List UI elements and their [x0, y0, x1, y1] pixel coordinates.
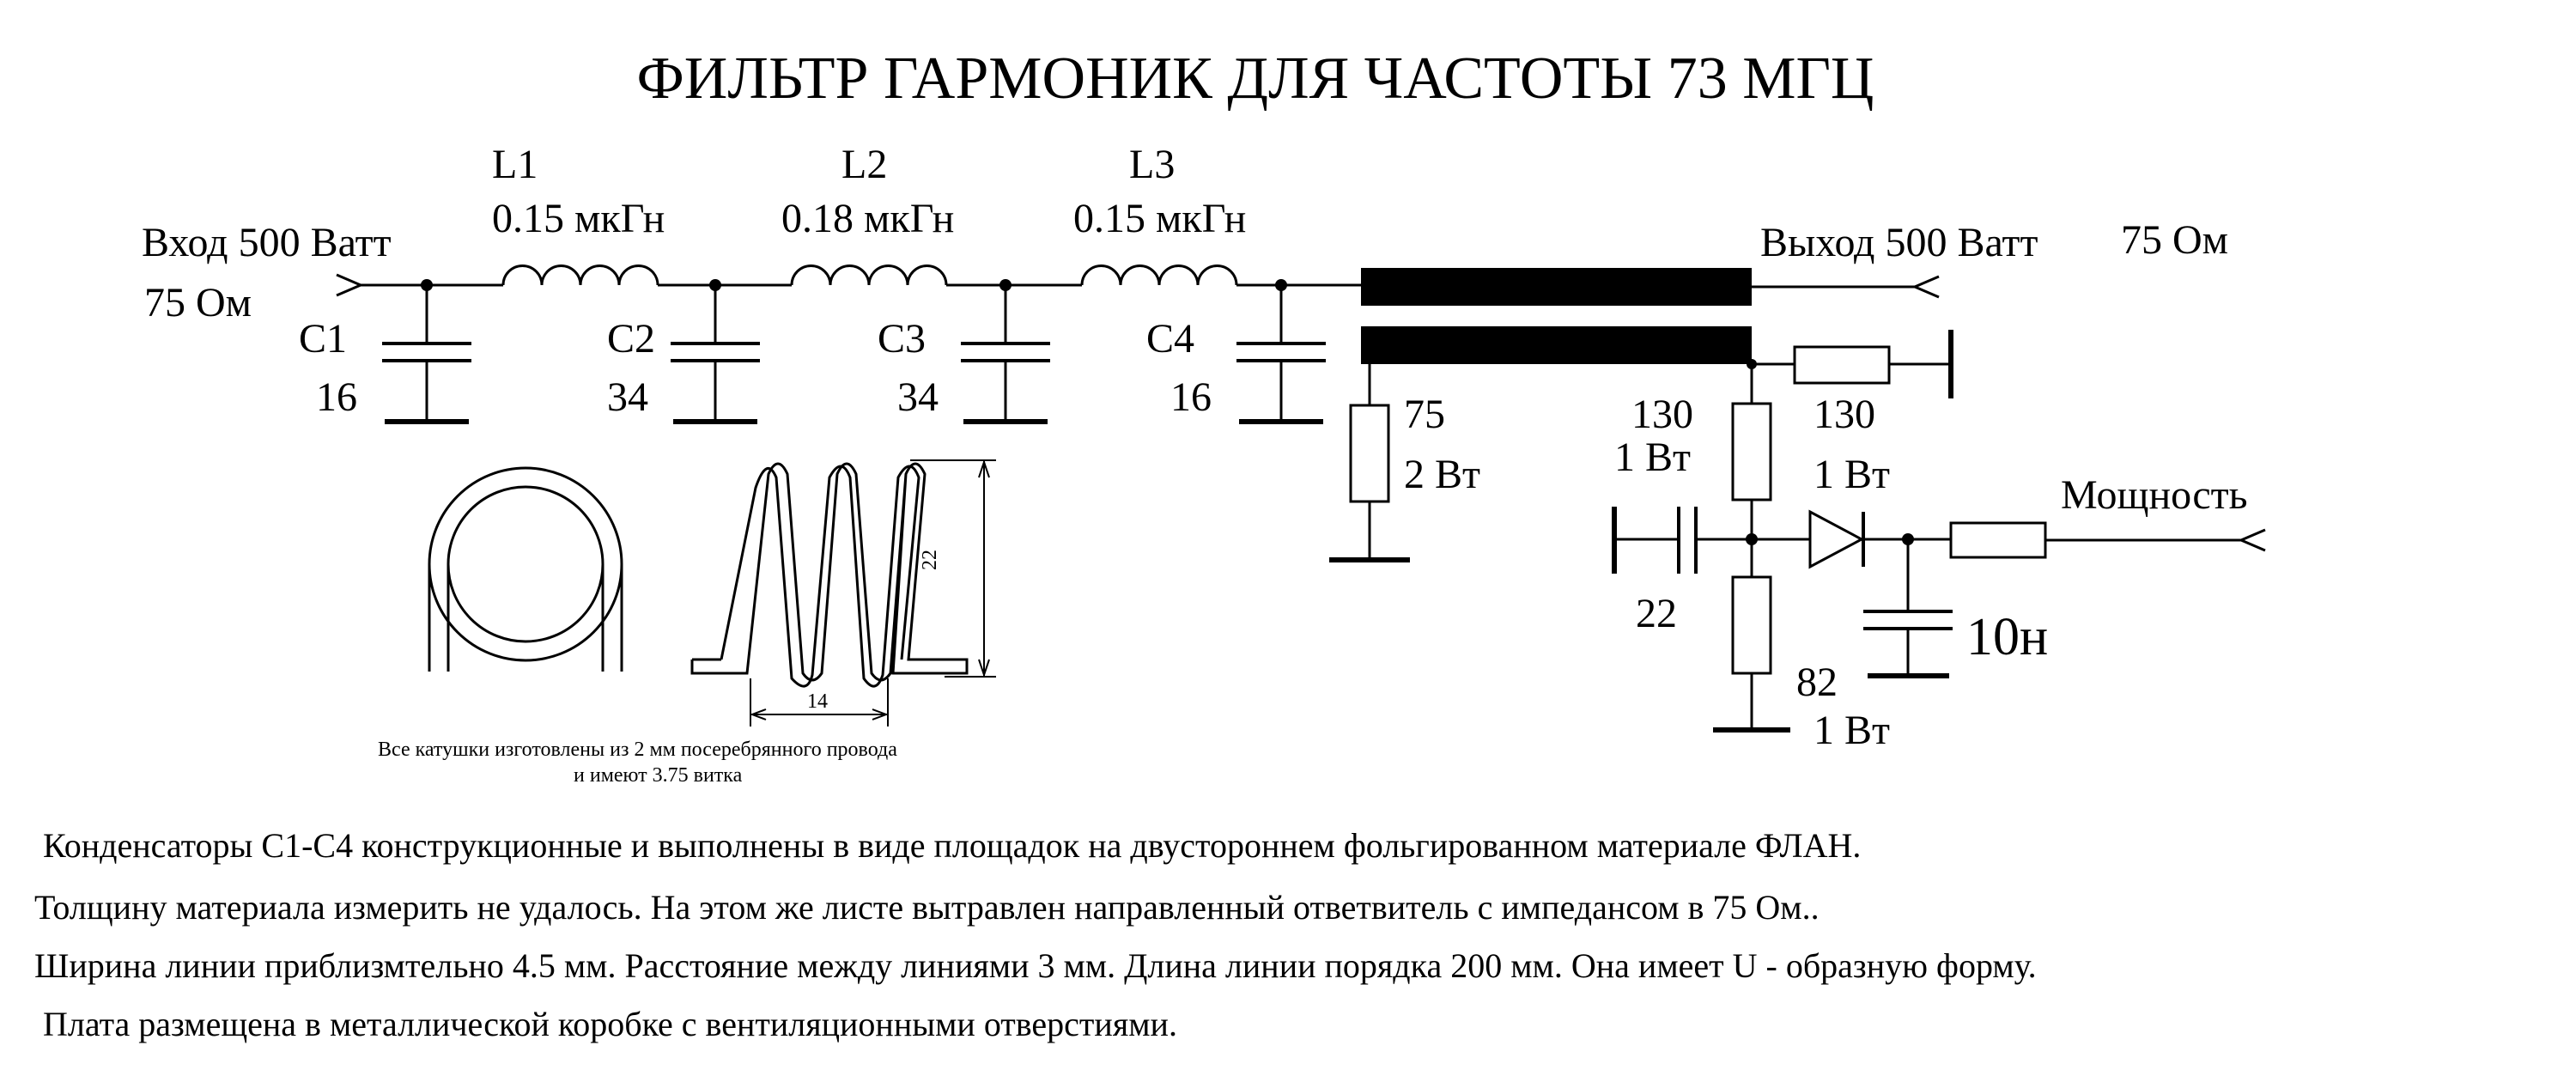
note-line-3: Ширина линии приблизмтельно 4.5 мм. Расс…: [34, 946, 2037, 985]
capacitor-c4: [1236, 279, 1326, 424]
coupler-main-line: [1361, 268, 1752, 306]
detector-network: [1612, 330, 2266, 733]
coil-front-view-icon: [428, 466, 623, 672]
coil-width-value: 14: [807, 690, 828, 713]
cap-10n-value: 10н: [1966, 608, 2048, 666]
output-arrow-icon: [1911, 275, 1940, 299]
r-right-value: 130: [1814, 392, 1875, 437]
c1-value: 16: [316, 374, 357, 420]
page-title: ФИЛЬТР ГАРМОНИК ДЛЯ ЧАСТОТЫ 73 МГЦ: [637, 46, 1874, 112]
c2-ref: C2: [607, 316, 655, 362]
r-bottom-power: 1 Вт: [1814, 708, 1890, 753]
l1-value: 0.15 мкГн: [492, 196, 665, 241]
power-output-arrow-icon: [2238, 528, 2266, 552]
r-right-power: 1 Вт: [1814, 452, 1890, 497]
r-top-value: 130: [1631, 392, 1693, 437]
r-top-power: 1 Вт: [1614, 435, 1691, 480]
note-line-2: Толщину материала измерить не удалось. Н…: [34, 888, 1820, 927]
resistor-r-top: [1731, 402, 1772, 502]
inductor-l1: [501, 264, 659, 286]
coil-height-dimension: [910, 459, 996, 678]
resistor-r-bottom: [1731, 575, 1772, 675]
coupler-load-power: 2 Вт: [1404, 452, 1480, 497]
coupler-load-value: 75: [1404, 392, 1445, 437]
l1-ref: L1: [492, 142, 538, 187]
power-output-label: Мощность: [2061, 472, 2248, 518]
note-line-1: Конденсаторы С1-С4 конструкционные и вып…: [43, 826, 1861, 865]
input-impedance: 75 Ом: [144, 280, 252, 325]
capacitor-c2: [671, 279, 760, 424]
output-label: Выход 500 Ватт: [1760, 220, 2038, 265]
c3-ref: C3: [878, 316, 926, 362]
l3-value: 0.15 мкГн: [1073, 196, 1246, 241]
inductor-l2: [790, 264, 948, 286]
cap-22-value: 22: [1636, 591, 1677, 636]
capacitor-c1: [382, 279, 471, 424]
input-label: Вход 500 Ватт: [142, 220, 392, 265]
coil-side-view-icon: [690, 462, 969, 688]
l2-ref: L2: [841, 142, 887, 187]
coupler-sense-line: [1361, 326, 1752, 364]
c4-ref: C4: [1146, 316, 1194, 362]
coil-note-line2: и имеют 3.75 витка: [574, 764, 743, 787]
inductor-l3: [1080, 264, 1238, 286]
resistor-r-right: [1793, 345, 1891, 385]
coil-height-value: 22: [919, 550, 941, 570]
capacitor-c3: [961, 279, 1050, 424]
coil-note-line1: Все катушки изготовлены из 2 мм посеребр…: [378, 739, 897, 761]
input-arrow-icon: [336, 273, 364, 297]
coil-width-dimension: [750, 678, 889, 726]
c2-value: 34: [607, 374, 648, 420]
c1-ref: C1: [299, 316, 347, 362]
c4-value: 16: [1170, 374, 1212, 420]
diode-icon: [1808, 509, 1865, 569]
output-impedance: 75 Ом: [2121, 217, 2228, 263]
r-bottom-value: 82: [1796, 660, 1838, 705]
resistor-r-output: [1949, 521, 2047, 559]
l3-ref: L3: [1129, 142, 1175, 187]
c3-value: 34: [897, 374, 939, 420]
resistor-coupler-load: [1329, 364, 1410, 562]
l2-value: 0.18 мкГн: [781, 196, 954, 241]
note-line-4: Плата размещена в металлической коробке …: [43, 1005, 1177, 1043]
